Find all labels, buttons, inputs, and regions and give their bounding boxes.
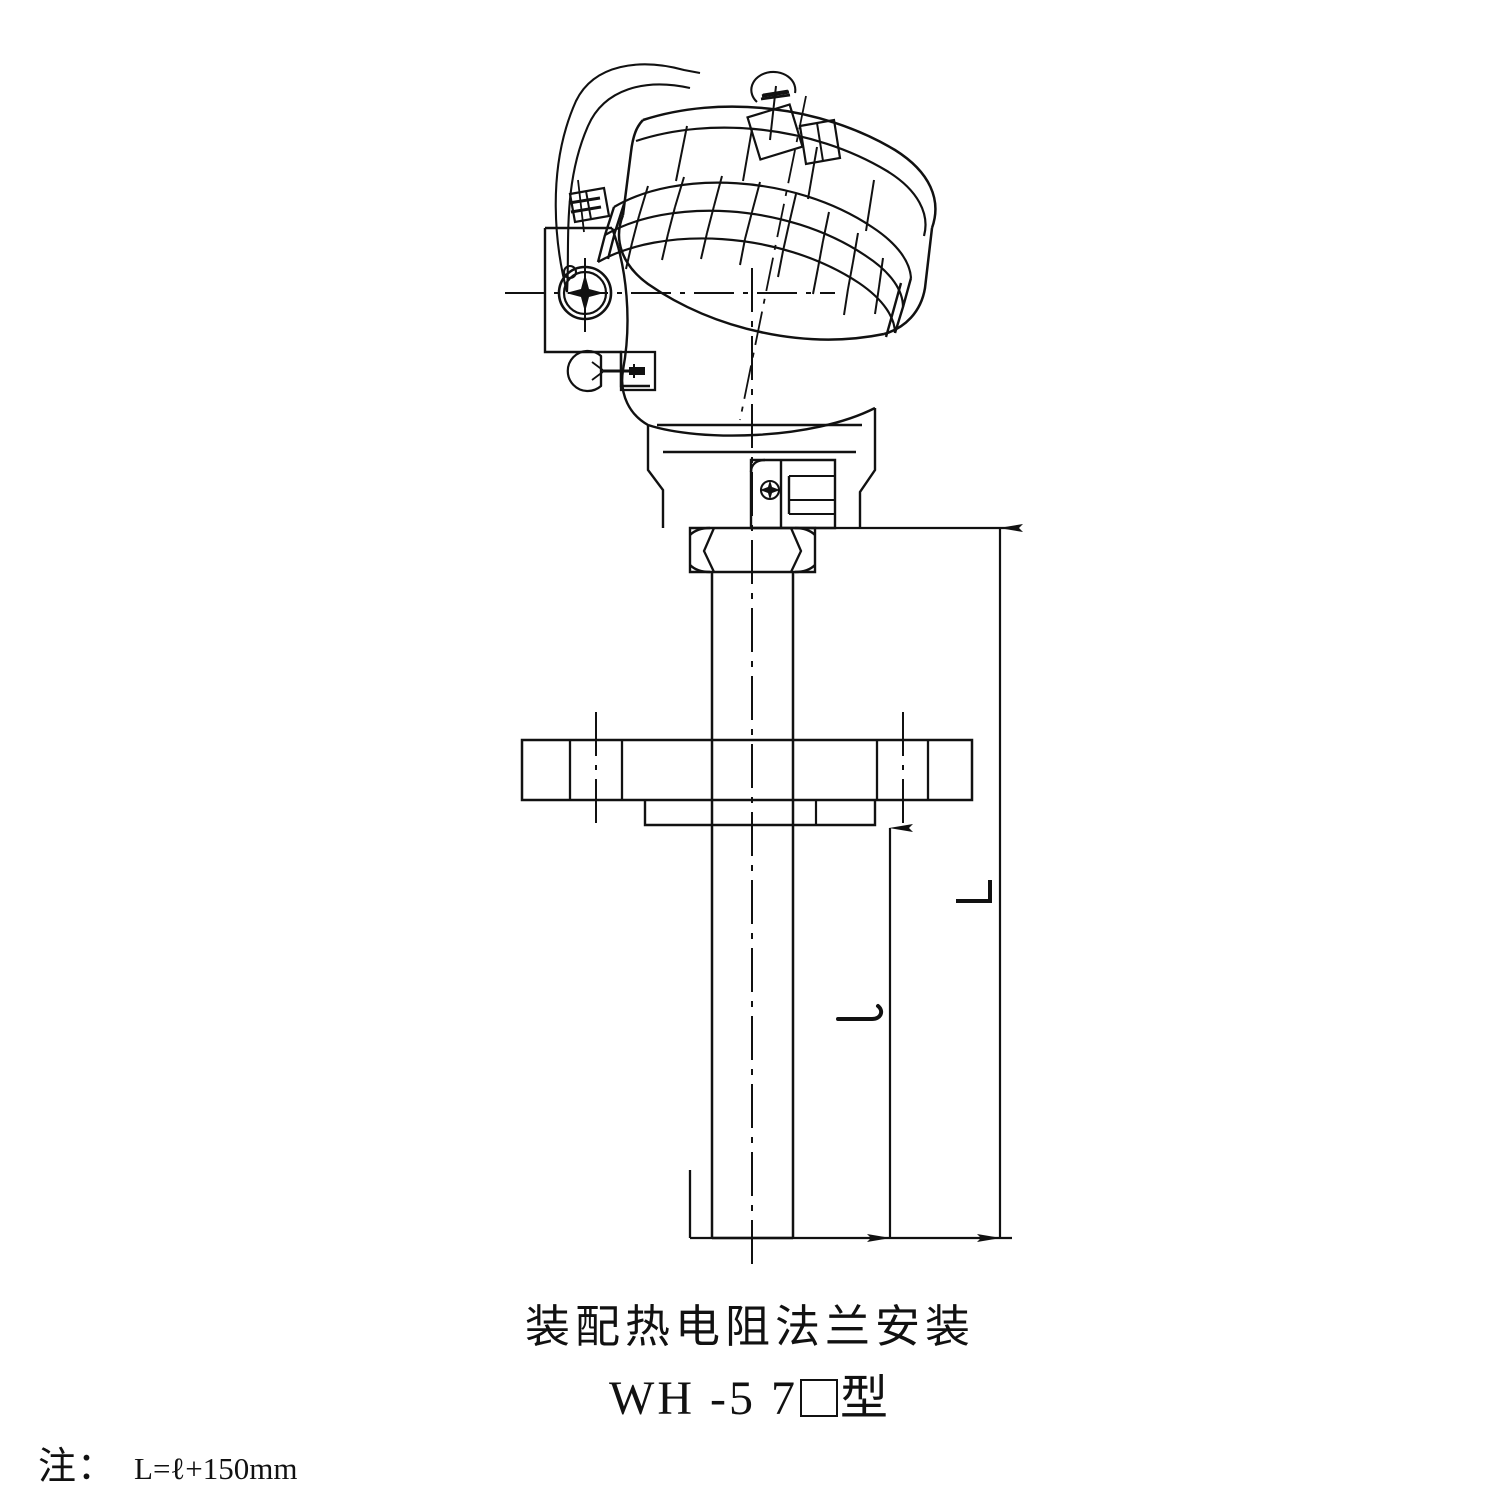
terminal-head-assembly bbox=[543, 63, 937, 528]
mounting-flange bbox=[520, 712, 974, 828]
cable-lead-curve bbox=[554, 63, 701, 293]
drawing-model-designation: WH -5 7 型 bbox=[0, 1358, 1500, 1428]
flange-raised-face bbox=[643, 800, 877, 827]
cap-knurl-ribs-upper bbox=[638, 175, 884, 288]
dimension-overall-length bbox=[815, 524, 1023, 1242]
head-locking-screw bbox=[566, 349, 657, 393]
model-suffix: 型 bbox=[839, 1372, 891, 1425]
hex-nut bbox=[688, 526, 817, 574]
neck-connector bbox=[749, 458, 837, 530]
model-prefix: WH -5 7 bbox=[609, 1372, 798, 1425]
model-blank-box bbox=[799, 1379, 838, 1417]
cap-face-division-lines bbox=[675, 125, 875, 232]
dimension-label-L bbox=[956, 880, 992, 903]
cap-skirt-ribs bbox=[625, 232, 849, 316]
terminal-head-cap bbox=[596, 105, 937, 341]
dimension-insertion-length bbox=[867, 824, 913, 1242]
note-label: 注： bbox=[38, 1446, 117, 1488]
cap-tilt-axis bbox=[739, 95, 807, 421]
head-upper-tab bbox=[568, 179, 611, 233]
cap-retaining-screw bbox=[746, 70, 804, 161]
drawing-title-chinese: 装配热电阻法兰安装 bbox=[524, 1302, 975, 1352]
dimension-label-l-script bbox=[836, 1004, 884, 1021]
note-block: 注： L=ℓ+150mm bbox=[38, 1435, 298, 1490]
tip-extension-line bbox=[688, 1170, 1012, 1240]
note-text: L=ℓ+150mm bbox=[134, 1451, 298, 1486]
cable-entry-gland bbox=[557, 258, 613, 332]
cap-side-tab bbox=[798, 118, 842, 166]
flange-bolt-hole-centerlines bbox=[595, 712, 904, 828]
cap-knurl-ribs-lower bbox=[631, 205, 880, 315]
